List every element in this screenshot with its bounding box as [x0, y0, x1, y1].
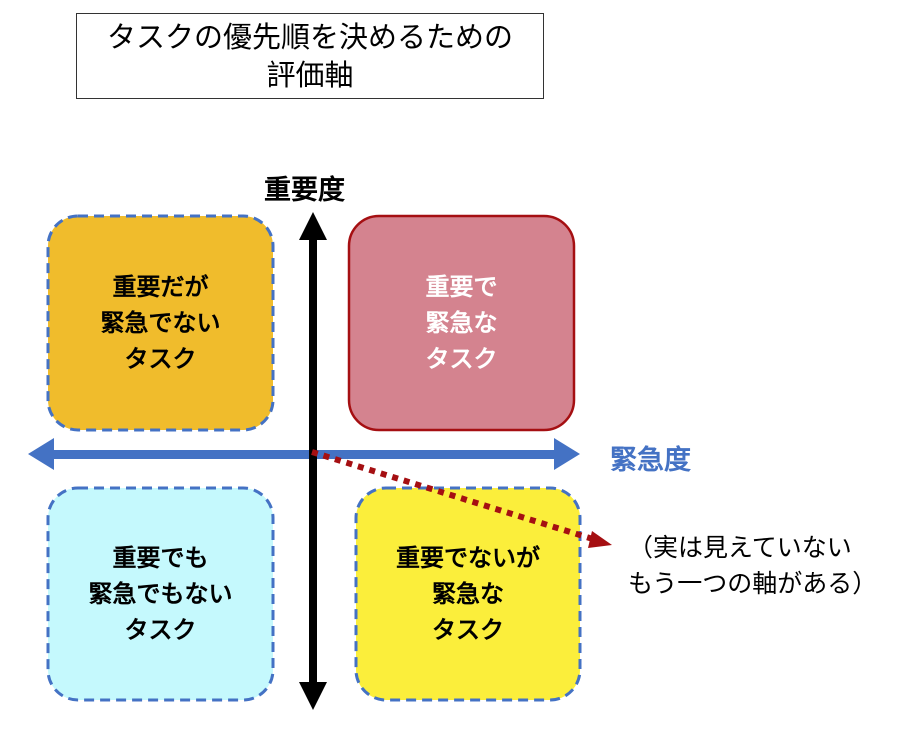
- hidden-axis-note-line-1: （実は見えていない: [628, 533, 852, 562]
- hidden-axis-arrow: [311, 449, 612, 548]
- title-box: タスクの優先順を決めるための 評価軸: [76, 13, 544, 99]
- quadrant-text-line: タスク: [432, 616, 504, 644]
- quadrant-box-not-important-urgent: [354, 486, 582, 702]
- urgency-arrowhead-right: [554, 438, 580, 470]
- title-line-1: タスクの優先順を決めるための: [106, 20, 513, 54]
- quadrant-text-line: 重要でないが: [396, 544, 540, 572]
- quadrant-text-line: 緊急な: [425, 309, 498, 337]
- quadrant-text-line: 重要で: [425, 273, 498, 301]
- quadrant-text-line: 重要でも: [112, 544, 209, 572]
- quadrant-box-important-not-urgent: [46, 214, 275, 432]
- quadrant-important-urgent: 重要で 緊急な タスク: [349, 216, 574, 430]
- urgency-axis-arrow: [28, 438, 580, 470]
- quadrant-text-line: タスク: [124, 345, 197, 373]
- quadrant-important-not-urgent: 重要だが 緊急でない タスク: [48, 216, 273, 430]
- hidden-axis-note: （実は見えていない もう一つの軸がある）: [628, 530, 877, 602]
- importance-arrowhead-up: [299, 212, 327, 240]
- importance-arrowhead-down: [299, 682, 327, 710]
- quadrant-text-line: タスク: [124, 616, 197, 644]
- quadrant-not-important-urgent: 重要でないが 緊急な タスク: [356, 488, 580, 700]
- quadrant-text-line: タスク: [425, 345, 498, 373]
- importance-axis-label: 重要度: [264, 175, 345, 206]
- quadrant-text-line: 緊急でもない: [88, 580, 233, 608]
- importance-axis-arrow: [299, 212, 327, 710]
- hidden-axis-note-line-2: もう一つの軸がある）: [628, 569, 878, 598]
- title-line-2: 評価軸: [266, 58, 354, 92]
- quadrant-text-line: 重要だが: [112, 273, 209, 301]
- quadrant-text-line: 緊急でない: [100, 309, 221, 337]
- quadrant-box-not-important-not-urgent: [46, 486, 275, 702]
- urgency-axis-label: 緊急度: [610, 445, 691, 476]
- quadrant-box-important-urgent: [347, 214, 576, 432]
- urgency-arrowhead-left: [28, 438, 54, 470]
- quadrant-not-important-not-urgent: 重要でも 緊急でもない タスク: [48, 488, 273, 700]
- hidden-axis-arrowhead: [588, 531, 612, 548]
- quadrant-text-line: 緊急な: [432, 580, 504, 608]
